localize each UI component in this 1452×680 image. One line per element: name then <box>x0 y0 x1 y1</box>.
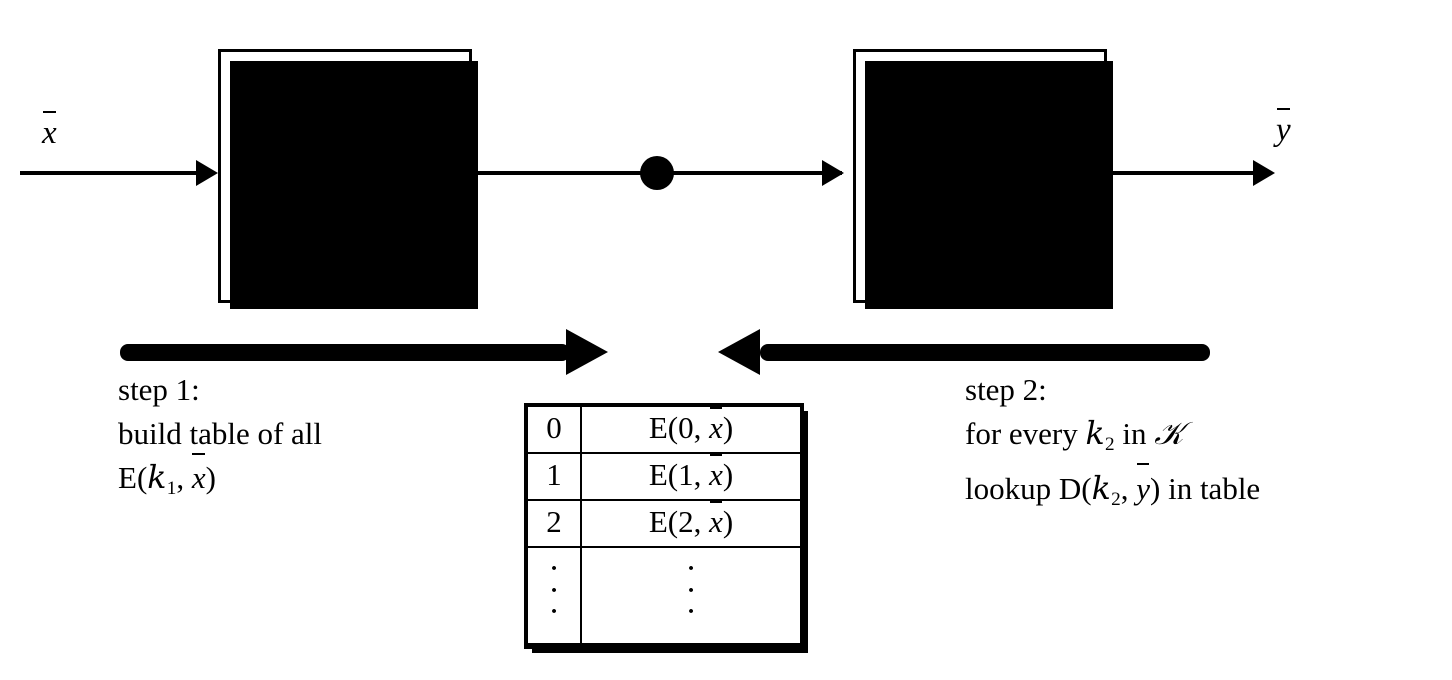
input-wire <box>20 171 200 175</box>
table-row-ellipsis: ··· ··· <box>525 546 803 645</box>
block-encrypt-1-label: E(k1, ·) <box>293 154 397 197</box>
input-arrowhead <box>196 160 218 186</box>
table-cell-key: 0 <box>525 404 582 454</box>
step-2-arrowhead <box>718 329 760 375</box>
step-1-arrowhead <box>566 329 608 375</box>
table-cell-value: E(2, x) <box>580 499 803 548</box>
step-2-caption: step 2: for every k2 in 𝒦 lookup D(k2, y… <box>965 368 1260 522</box>
table-row[interactable]: 1 E(1, x) <box>525 452 803 501</box>
input-label-xbar: x <box>42 111 57 152</box>
step-2-body: for every k2 in 𝒦 <box>965 416 1184 455</box>
step-1-caption: step 1: build table of all E(k1, x) <box>118 368 322 511</box>
table-row[interactable]: 0 E(0, x) <box>525 404 803 454</box>
output-wire <box>1107 171 1257 175</box>
step-1-arrow-shaft <box>120 344 570 361</box>
output-arrowhead <box>1253 160 1275 186</box>
table-cell-value: E(0, x) <box>580 404 803 454</box>
step-2-math: lookup D(k2, y) in table <box>965 463 1260 522</box>
output-label-ybar: y <box>1276 108 1291 149</box>
table-cell-value: E(1, x) <box>580 452 803 501</box>
table-row[interactable]: 2 E(2, x) <box>525 499 803 548</box>
intermediate-value-tap-dot <box>640 156 674 190</box>
step-1-body: build table of all <box>118 416 323 451</box>
step-1-math: E(k1, x) <box>118 452 322 511</box>
step-2-heading: step 2: <box>965 372 1047 407</box>
table-value-index-2: 2 <box>678 504 694 539</box>
table-value-index-0: 0 <box>678 410 694 445</box>
intermediate-arrowhead <box>822 160 844 186</box>
precomputed-lookup-table[interactable]: 0 E(0, x) 1 E(1, x) 2 E(2, x) ··· <box>524 403 810 655</box>
table-cell-key-ellipsis: ··· <box>525 546 582 645</box>
xbar-glyph: x <box>42 111 57 151</box>
block-encrypt-2-label: E(k2, ·) <box>928 154 1032 197</box>
block-encrypt-1[interactable]: E(k1, ·) <box>218 49 478 309</box>
ybar-glyph: y <box>1276 108 1291 148</box>
step-2-arrow-shaft <box>760 344 1210 361</box>
block-encrypt-2[interactable]: E(k2, ·) <box>853 49 1113 309</box>
table-cell-value-ellipsis: ··· <box>580 546 803 645</box>
table-value-index-1: 1 <box>678 457 694 492</box>
table-cell-key: 1 <box>525 452 582 501</box>
step-1-heading: step 1: <box>118 372 200 407</box>
table-cell-key: 2 <box>525 499 582 548</box>
